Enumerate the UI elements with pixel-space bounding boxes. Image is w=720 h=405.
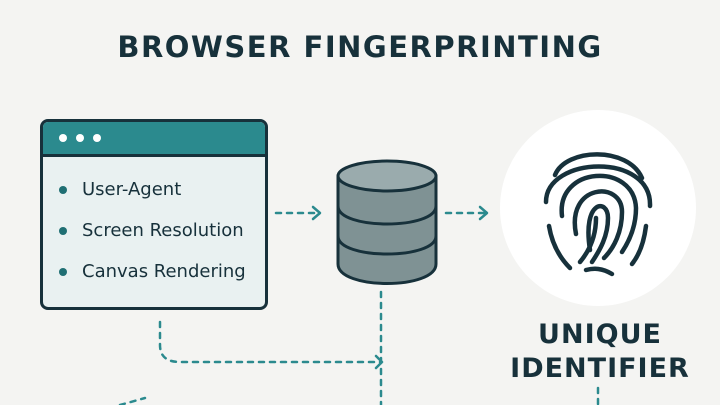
attribute-user-agent: User-Agent	[82, 179, 182, 200]
page-title: BROWSER FINGERPRINTING	[117, 30, 603, 64]
bullet-icon	[59, 226, 67, 235]
identifier-line-1: UNIQUE	[538, 319, 662, 350]
arrowhead-identifier-icon	[478, 205, 489, 221]
window-dot-icon	[93, 134, 101, 142]
arrowhead-loop-icon	[374, 354, 384, 370]
list-item: Screen Resolution	[59, 210, 265, 251]
fingerprint-icon	[543, 152, 653, 277]
window-dot-icon	[59, 134, 67, 142]
attribute-list: User-Agent Screen Resolution Canvas Rend…	[43, 157, 265, 292]
bullet-icon	[59, 185, 67, 194]
window-dot-icon	[76, 134, 84, 142]
attribute-screen-resolution: Screen Resolution	[82, 220, 244, 241]
browser-titlebar	[43, 122, 265, 157]
connector-browser-down-loop	[158, 320, 382, 364]
connector-partial-bottom-left	[118, 396, 147, 405]
attribute-canvas-rendering: Canvas Rendering	[82, 261, 246, 282]
browser-window-icon: User-Agent Screen Resolution Canvas Rend…	[40, 119, 268, 310]
bullet-icon	[59, 267, 67, 276]
database-icon	[336, 159, 438, 285]
list-item: User-Agent	[59, 169, 265, 210]
list-item: Canvas Rendering	[59, 251, 265, 292]
identifier-line-2: IDENTIFIER	[510, 353, 690, 384]
unique-identifier-label: UNIQUE IDENTIFIER	[500, 318, 700, 386]
arrowhead-database-icon	[311, 205, 322, 221]
